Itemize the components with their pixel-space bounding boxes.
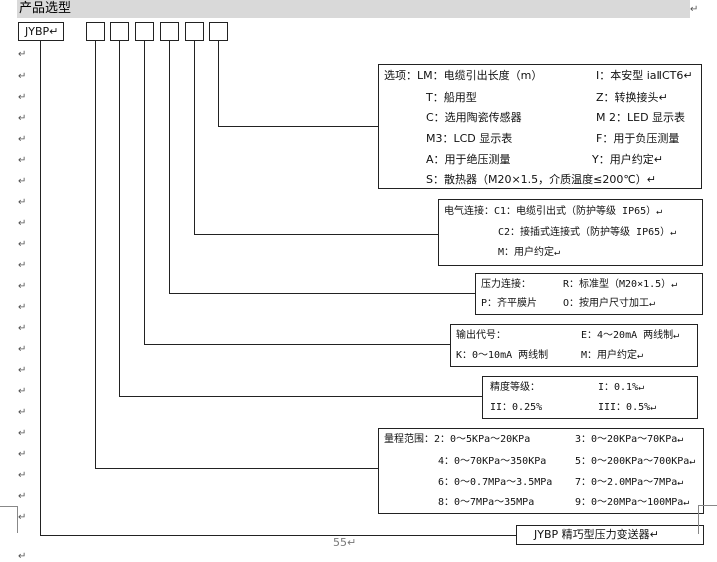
- connector-options-h: [218, 126, 379, 127]
- return-mark: ↵: [18, 239, 27, 250]
- return-mark: ↵: [18, 491, 27, 502]
- range-line-3b: 7：0～2.0MPa～7MPa↵: [575, 477, 684, 488]
- return-mark: ↵: [18, 365, 27, 376]
- accuracy-line-2a: II：0.25%: [490, 402, 543, 413]
- options-line-6: S：散热器（M20×1.5，介质温度≤200℃）↵: [426, 173, 656, 186]
- return-mark: ↵: [18, 323, 27, 334]
- electrical-line-2: C2：接插式连接式（防护等级 IP65）↵: [498, 227, 677, 238]
- pressure-line-2a: P：齐平膜片: [481, 298, 538, 309]
- return-mark: ↵: [18, 512, 27, 523]
- options-line-1a: 选项：LM：电缆引出长度（m）: [384, 69, 543, 82]
- accuracy-line-1a: 精度等级：: [490, 382, 540, 393]
- options-box: [378, 64, 702, 189]
- return-mark: ↵: [18, 386, 27, 397]
- connector-range-h: [95, 468, 379, 469]
- pressure-box: [475, 273, 703, 315]
- page-number: 55↵: [333, 536, 357, 549]
- return-mark: ↵: [18, 218, 27, 229]
- connector-electrical-h: [194, 234, 439, 235]
- output-line-2b: M：用户约定↵: [581, 350, 644, 361]
- return-mark: ↵: [18, 407, 27, 418]
- electrical-line-1: 电气连接：C1：电缆引出式（防护等级 IP65）↵: [444, 206, 663, 217]
- range-line-1b: 3：0～20KPa～70KPa↵: [575, 434, 684, 445]
- slot-accuracy: [110, 22, 129, 41]
- section-header-band: [17, 0, 690, 18]
- connector-output: [144, 41, 145, 345]
- accuracy-line-1b: I：0.1%↵: [598, 382, 645, 393]
- options-line-3a: C：选用陶瓷传感器: [426, 111, 522, 124]
- options-line-2a: T：船用型: [426, 91, 477, 104]
- range-line-4b: 9：0～20MPa～100MPa↵: [575, 497, 690, 508]
- options-line-5a: A：用于绝压测量: [426, 153, 511, 166]
- slot-output: [135, 22, 154, 41]
- output-line-1b: E：4～20mA 两线制↵: [581, 330, 680, 341]
- options-line-5b: Y：用户约定↵: [592, 153, 663, 166]
- return-mark: ↵: [18, 49, 27, 60]
- connector-pressure: [169, 41, 170, 294]
- range-line-1a: 量程范围：2：0～5KPa～20KPa: [384, 434, 531, 445]
- margin-mark-right: [698, 505, 717, 506]
- return-mark: ↵: [18, 92, 27, 103]
- options-line-1b: I：本安型 iaⅡCT6↵: [596, 69, 693, 82]
- return-mark: ↵: [690, 4, 699, 15]
- return-mark: ↵: [18, 281, 27, 292]
- connector-accuracy: [119, 41, 120, 397]
- range-line-3a: 6：0～0.7MPa～3.5MPa: [438, 477, 553, 488]
- return-mark: ↵: [18, 302, 27, 313]
- connector-options: [218, 41, 219, 127]
- product-box: [516, 525, 704, 545]
- section-title: 产品选型: [19, 1, 72, 16]
- margin-mark-side: [17, 506, 18, 533]
- return-mark: ↵: [18, 113, 27, 124]
- output-line-1a: 输出代号：: [456, 330, 506, 341]
- margin-mark-top: [0, 506, 17, 507]
- connector-output-h: [144, 344, 451, 345]
- options-line-3b: M 2：LED 显示表: [596, 111, 686, 124]
- range-box: [378, 428, 704, 514]
- product-name: JYBP 精巧型压力变送器↵: [534, 528, 659, 541]
- return-mark: ↵: [18, 71, 27, 82]
- range-line-4a: 8：0～7MPa～35MPa: [438, 497, 535, 508]
- output-line-2a: K：0～10mA 两线制: [456, 350, 549, 361]
- slot-range: [86, 22, 105, 41]
- pressure-line-1b: R：标准型（M20×1.5）↵: [563, 279, 678, 290]
- options-line-2b: Z：转换接头↵: [596, 91, 668, 104]
- return-mark: ↵: [18, 155, 27, 166]
- accuracy-box: [482, 376, 698, 419]
- return-mark: ↵: [18, 176, 27, 187]
- connector-pressure-h: [169, 293, 476, 294]
- connector-electrical: [194, 41, 195, 235]
- electrical-line-3: M：用户约定↵: [498, 247, 561, 258]
- return-mark: ↵: [18, 449, 27, 460]
- options-line-4b: F：用于负压测量: [596, 132, 680, 145]
- connector-range: [95, 41, 96, 469]
- options-line-4a: M3：LCD 显示表: [426, 132, 513, 145]
- model-code-box: JYBP↵: [18, 22, 64, 41]
- return-mark: ↵: [18, 551, 27, 562]
- return-mark: ↵: [18, 260, 27, 271]
- range-line-2a: 4：0～70KPa～350KPa: [438, 456, 547, 467]
- slot-pressure: [160, 22, 179, 41]
- pressure-line-1a: 压力连接：: [481, 279, 531, 290]
- return-mark: ↵: [18, 428, 27, 439]
- slot-options: [209, 22, 228, 41]
- connector-accuracy-h: [119, 396, 483, 397]
- output-box: [450, 324, 698, 367]
- connector-model: [40, 41, 41, 536]
- return-mark: ↵: [18, 470, 27, 481]
- return-mark: ↵: [18, 344, 27, 355]
- electrical-box: [438, 199, 703, 266]
- accuracy-line-2b: III：0.5%↵: [598, 402, 657, 413]
- margin-mark-right-side: [698, 505, 699, 534]
- slot-electrical: [185, 22, 204, 41]
- connector-model-h: [40, 535, 516, 536]
- return-mark: ↵: [18, 134, 27, 145]
- return-mark: ↵: [18, 197, 27, 208]
- range-line-2b: 5：0～200KPa～700KPa↵: [575, 456, 696, 467]
- pressure-line-2b: O：按用户尺寸加工↵: [563, 298, 656, 309]
